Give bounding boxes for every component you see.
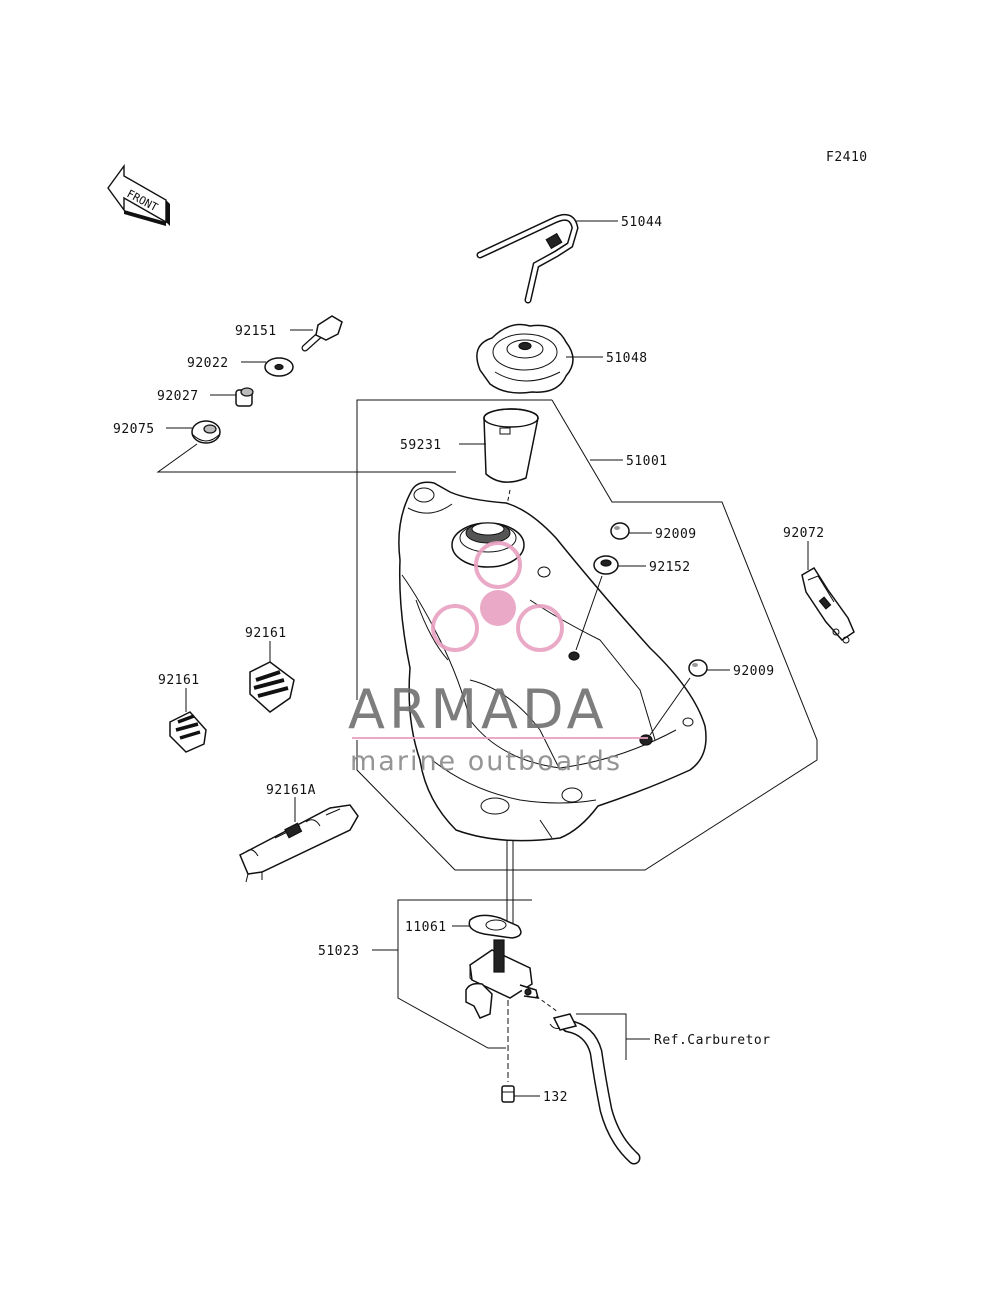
label-51048: 51048 [606, 351, 648, 366]
front-arrow-icon: FRONT [107, 163, 170, 226]
label-51044: 51044 [621, 215, 663, 230]
breather-hose-51044 [476, 213, 579, 304]
fuel-hose [549, 1013, 641, 1165]
damper-92075 [191, 420, 221, 444]
label-132: 132 [543, 1090, 568, 1105]
collar-92027 [235, 387, 254, 407]
fuel-cap-51048 [476, 323, 574, 394]
label-92072: 92072 [783, 526, 825, 541]
label-92075: 92075 [113, 422, 155, 437]
label-59231: 59231 [400, 438, 442, 453]
washer-92022 [264, 357, 294, 377]
filter-59231 [483, 408, 539, 483]
screw-132 [501, 1085, 515, 1103]
label-92009-upper: 92009 [655, 527, 697, 542]
band-92072 [801, 566, 855, 644]
watermark-tagline: marine outboards [350, 746, 622, 777]
pad-92161A [239, 804, 359, 883]
figure-code: F2410 [826, 150, 868, 165]
label-51001: 51001 [626, 454, 668, 469]
pad-92161-lower [169, 711, 207, 753]
fuel-cock-51023 [465, 939, 539, 1019]
label-51023: 51023 [318, 944, 360, 959]
bolt-92151 [301, 315, 343, 352]
label-92027: 92027 [157, 389, 199, 404]
watermark-brand: ARMADA [348, 678, 608, 741]
label-92161-upper: 92161 [245, 626, 287, 641]
watermark-propeller-icon [431, 541, 564, 652]
watermark: ARMADA marine outboards [348, 541, 648, 777]
rubber-cap-92009-lower [688, 659, 708, 677]
pad-92161-upper [249, 661, 295, 713]
label-92022: 92022 [187, 356, 229, 371]
label-92151: 92151 [235, 324, 277, 339]
grommet-92152 [593, 555, 619, 575]
label-11061: 11061 [405, 920, 447, 935]
label-92009-lower: 92009 [733, 664, 775, 679]
label-92152: 92152 [649, 560, 691, 575]
label-92161A: 92161A [266, 783, 316, 798]
gasket-11061 [468, 914, 522, 939]
label-92161-lower: 92161 [158, 673, 200, 688]
label-ref-carburetor: Ref.Carburetor [654, 1033, 771, 1048]
rubber-cap-92009-upper [610, 522, 630, 540]
